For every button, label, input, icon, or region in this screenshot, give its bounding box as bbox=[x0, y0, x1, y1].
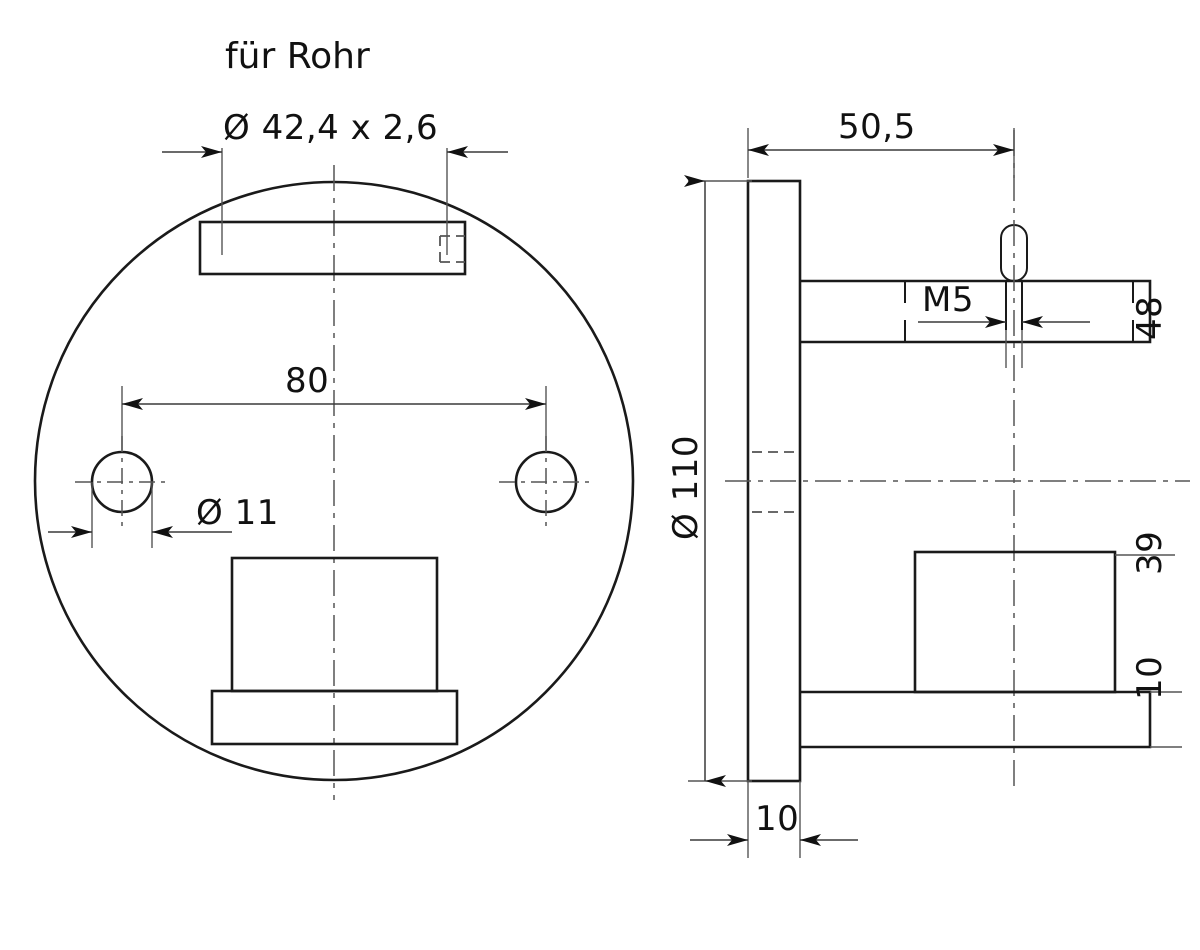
arm-length-label: 50,5 bbox=[838, 107, 916, 147]
front-view-group: Ø 42,4 x 2,6 für Rohr 80 Ø 11 bbox=[33, 36, 635, 800]
plate-thickness-label: 10 bbox=[755, 799, 799, 839]
saddle-height-label: 39 bbox=[1130, 531, 1170, 575]
bolt-spacing-label: 80 bbox=[285, 361, 329, 401]
flange-dia-label: Ø 110 bbox=[666, 435, 706, 540]
tube-spec-label: Ø 42,4 x 2,6 bbox=[223, 108, 438, 148]
saddle-base-label: 10 bbox=[1130, 656, 1170, 700]
saddle-lower-block bbox=[210, 689, 459, 746]
title-note-label: für Rohr bbox=[225, 36, 370, 77]
saddle-block-side-profile bbox=[913, 550, 1117, 694]
thread-label: M5 bbox=[922, 280, 974, 320]
side-view-group: 50,5 Ø 110 M5 48 39 10 10 bbox=[666, 107, 1190, 858]
saddle-base-side-profile bbox=[800, 690, 1152, 749]
arm-profile bbox=[800, 279, 1152, 344]
arm-offset-label: 48 bbox=[1130, 296, 1170, 340]
arm-top-rectangle bbox=[198, 220, 467, 276]
bolt-hole-dia-label: Ø 11 bbox=[196, 493, 279, 533]
